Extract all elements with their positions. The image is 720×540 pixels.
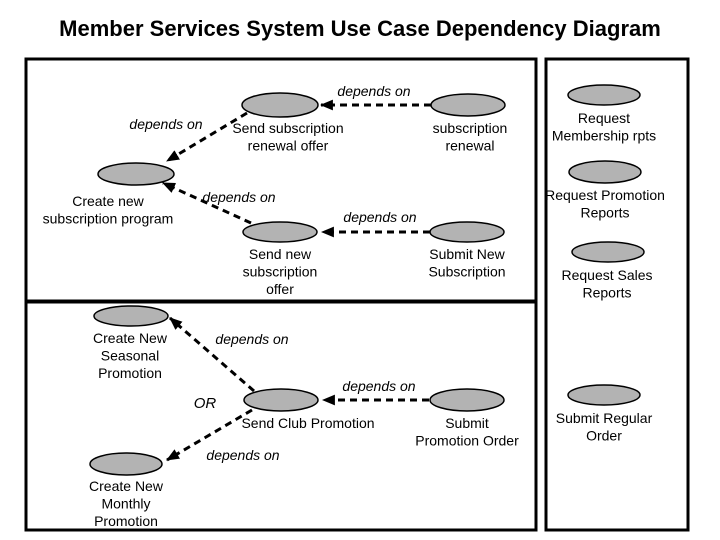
send-subscription-renewal-offer-ellipse <box>241 92 319 118</box>
edge-send-club-promotion-depends-on-create-new-seasonal-promotion <box>169 316 255 393</box>
edge-subscription-renewal-depends-on-send-subscription-renewal-offer-label: depends on <box>337 83 410 99</box>
request-membership-rpts-ellipse <box>567 84 641 106</box>
submit-promotion-order-ellipse <box>429 388 505 412</box>
edge-send-new-subscription-offer-depends-on-create-new-subscription-program-label: depends on <box>202 189 275 205</box>
edge-send-club-promotion-depends-on-create-new-monthly-promotion-label: depends on <box>206 447 279 463</box>
dependency-edges-layer <box>162 99 431 462</box>
create-new-monthly-promotion-ellipse <box>89 452 163 476</box>
usecase-nodes-layer <box>89 84 645 476</box>
send-new-subscription-offer-ellipse <box>242 221 318 243</box>
subscription-renewal-ellipse <box>430 93 506 117</box>
create-new-seasonal-promotion-ellipse <box>93 305 169 327</box>
reports-usecases-box <box>544 57 690 532</box>
edge-submit-new-subscription-depends-on-send-new-subscription-offer-label: depends on <box>343 209 416 225</box>
diagram-title: Member Services System Use Case Dependen… <box>59 16 661 41</box>
system-boxes-layer <box>24 57 690 532</box>
submit-new-subscription-ellipse <box>429 221 505 243</box>
edge-send-subscription-renewal-offer-depends-on-create-new-subscription-program <box>166 111 248 163</box>
promotion-usecases-box <box>24 300 538 532</box>
or-label: OR <box>194 395 217 412</box>
create-new-subscription-program-ellipse <box>97 162 175 186</box>
request-promotion-reports-ellipse <box>568 160 642 184</box>
edge-send-club-promotion-depends-on-create-new-seasonal-promotion-label: depends on <box>215 331 288 347</box>
send-club-promotion-ellipse <box>243 388 319 412</box>
submit-regular-order-ellipse <box>567 384 641 406</box>
edge-send-new-subscription-offer-depends-on-create-new-subscription-program <box>162 181 252 225</box>
edge-submit-promotion-order-depends-on-send-club-promotion-label: depends on <box>342 378 415 394</box>
edge-send-subscription-renewal-offer-depends-on-create-new-subscription-program-label: depends on <box>129 116 202 132</box>
send-club-promotion-label: Send Club Promotion <box>241 415 374 431</box>
request-sales-reports-ellipse <box>571 241 645 263</box>
edge-send-club-promotion-depends-on-create-new-monthly-promotion <box>166 408 253 462</box>
